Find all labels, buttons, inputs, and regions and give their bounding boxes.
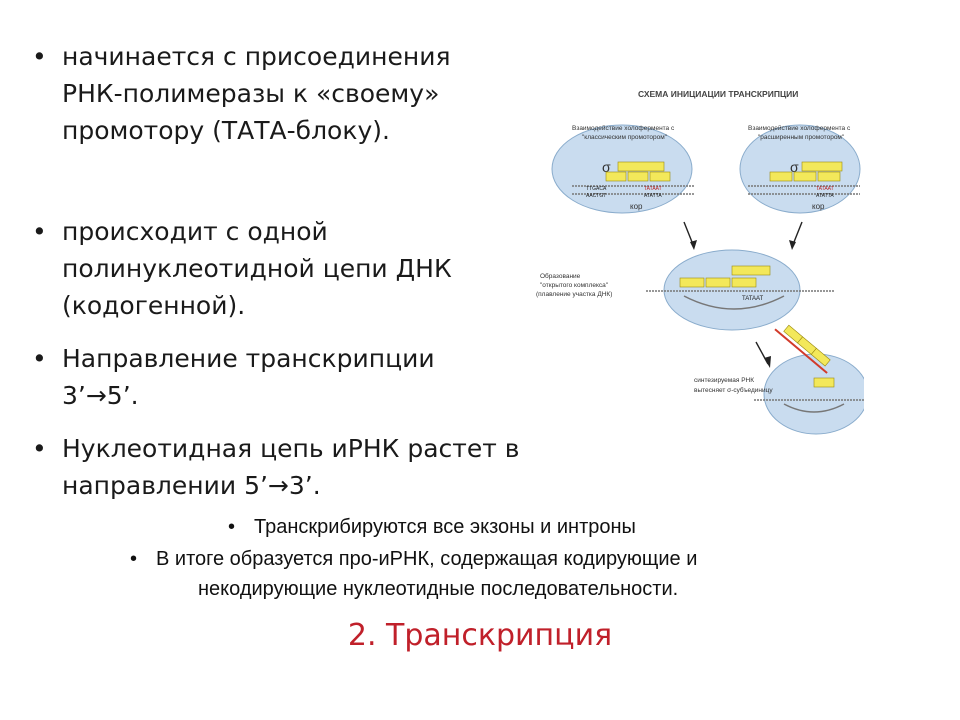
sequence-label: TATAAT bbox=[742, 296, 764, 302]
sequence-label: TATAAT bbox=[644, 186, 662, 192]
rna-synthesis-complex: синтезируемая РНК вытесняет σ-субъединиц… bbox=[694, 324, 864, 435]
diagram-label: синтезируемая РНК bbox=[694, 377, 754, 384]
sub-bullet-text: Транскрибируются все экзоны и интроны bbox=[254, 516, 636, 538]
bullet-line: Нуклеотидная цепь иРНК растет в bbox=[62, 434, 520, 463]
sequence-label: ATATTA bbox=[644, 193, 662, 199]
core-label: кор bbox=[812, 202, 825, 211]
bullet-marker: • bbox=[32, 217, 47, 246]
bullet-item: • происходит с одной полинуклеотидной це… bbox=[32, 213, 552, 324]
sigma-label: σ bbox=[790, 159, 799, 175]
sequence-label: TTGACA bbox=[586, 186, 607, 192]
bullet-line: происходит с одной bbox=[62, 217, 328, 246]
diagram-label: "классическим промотором" bbox=[582, 134, 668, 141]
sub-bullet-item: • Транскрибируются все экзоны и интроны bbox=[228, 512, 636, 542]
arrow-icon bbox=[789, 240, 796, 250]
transcription-initiation-diagram: СХЕМА ИНИЦИАЦИИ ТРАНСКРИПЦИИ Взаимодейст… bbox=[536, 89, 864, 435]
holoenzyme-extended-promoter: Взаимодействие холофермента с "расширенн… bbox=[739, 124, 861, 214]
sequence-label: AACTGT bbox=[586, 193, 606, 199]
bullet-marker: • bbox=[130, 548, 138, 570]
arrow-icon bbox=[690, 240, 697, 250]
bullet-text: Нуклеотидная цепь иРНК растет в направле… bbox=[62, 430, 552, 504]
sub-bullet-text: В итоге образуется про-иРНК, содержащая … bbox=[156, 548, 698, 570]
bullet-marker: • bbox=[32, 434, 47, 463]
bullet-text: Направление транскрипции 3’→5’. bbox=[62, 340, 552, 414]
bullet-line: начинается с присоединения bbox=[62, 42, 451, 71]
diagram-label: "открытого комплекса" bbox=[540, 282, 609, 289]
sequence-label: ATATTA bbox=[816, 193, 834, 199]
bullet-item: • начинается с присоединения РНК-полимер… bbox=[32, 38, 552, 149]
bullet-text: происходит с одной полинуклеотидной цепи… bbox=[62, 213, 552, 324]
bullet-marker: • bbox=[32, 344, 47, 373]
bullet-line: 3’→5’. bbox=[62, 381, 139, 410]
diagram-title: СХЕМА ИНИЦИАЦИИ ТРАНСКРИПЦИИ bbox=[638, 89, 798, 99]
bullet-marker: • bbox=[228, 516, 236, 538]
bullet-line: направлении 5’→3’. bbox=[62, 471, 321, 500]
open-complex: Образование "открытого комплекса" (плавл… bbox=[536, 249, 834, 331]
core-label: кор bbox=[630, 202, 643, 211]
bullet-line: полинуклеотидной цепи ДНК bbox=[62, 254, 452, 283]
bullet-line: (кодогенной). bbox=[62, 291, 246, 320]
diagram-label: Взаимодействие холофермента с bbox=[572, 124, 675, 132]
bullet-text: начинается с присоединения РНК-полимераз… bbox=[62, 38, 552, 149]
bullet-item: • Нуклеотидная цепь иРНК растет в направ… bbox=[32, 430, 552, 504]
diagram-label: (плавление участка ДНК) bbox=[536, 291, 612, 298]
bullet-line: Направление транскрипции bbox=[62, 344, 435, 373]
holoenzyme-classic-promoter: Взаимодействие холофермента с "классичес… bbox=[551, 124, 694, 214]
sigma-label: σ bbox=[602, 159, 611, 175]
slide-title: 2. Транскрипция bbox=[347, 618, 613, 653]
bullet-item: • Направление транскрипции 3’→5’. bbox=[32, 340, 552, 414]
sequence-label: TATAAT bbox=[816, 186, 834, 192]
bullet-line: РНК-полимеразы к «своему» bbox=[62, 79, 440, 108]
diagram-label: Образование bbox=[540, 272, 581, 280]
arrow-icon bbox=[764, 356, 771, 368]
bullet-line: промотору (ТАТА-блоку). bbox=[62, 116, 390, 145]
sub-bullet-text: некодирующие нуклеотидные последовательн… bbox=[198, 578, 679, 600]
diagram-label: Взаимодействие холофермента с bbox=[748, 124, 851, 132]
diagram-label: вытесняет σ-субъединицу bbox=[694, 386, 773, 394]
diagram-label: "расширенным промотором" bbox=[758, 134, 845, 141]
bullet-marker: • bbox=[32, 42, 47, 71]
sub-bullet-item: • В итоге образуется про-иРНК, содержащая… bbox=[130, 544, 697, 604]
